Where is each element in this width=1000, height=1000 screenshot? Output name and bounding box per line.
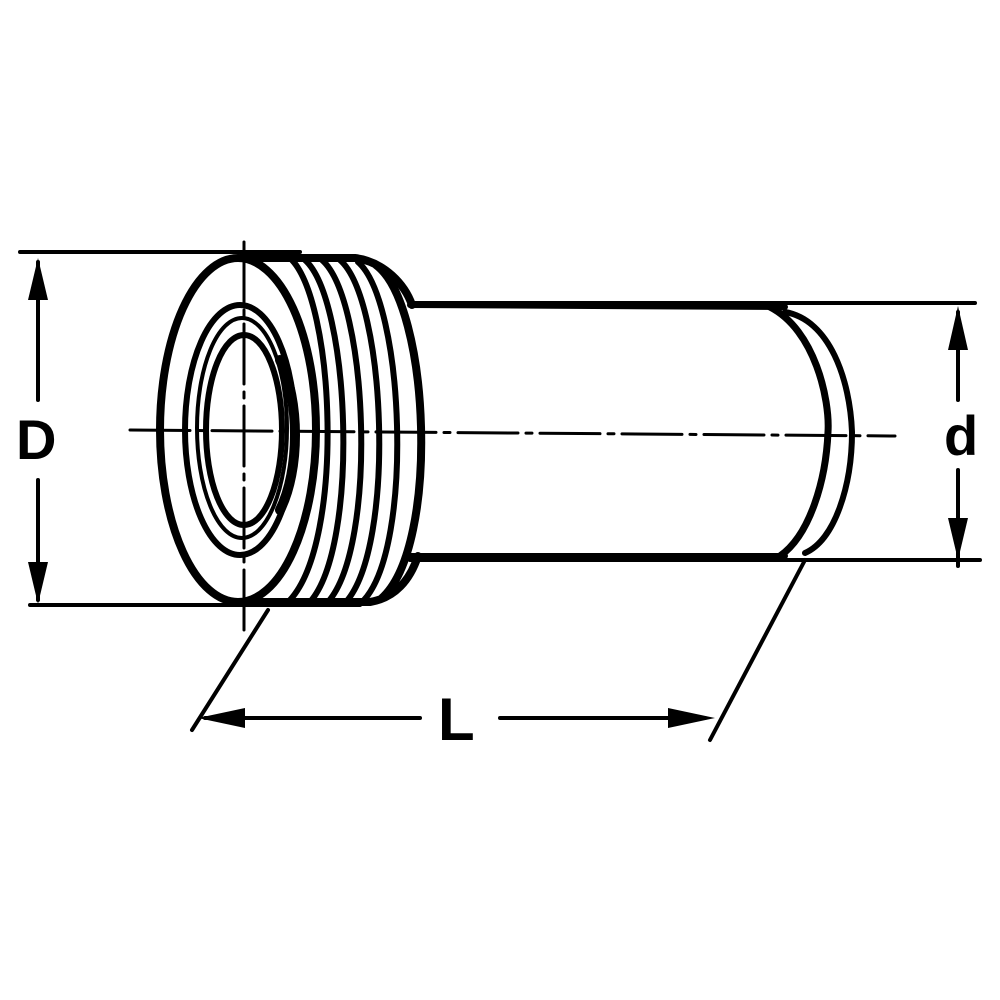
label-length: L bbox=[438, 686, 475, 753]
label-outer-diameter: D bbox=[16, 408, 57, 471]
label-inner-diameter: d bbox=[944, 404, 979, 467]
centerline bbox=[128, 428, 897, 438]
